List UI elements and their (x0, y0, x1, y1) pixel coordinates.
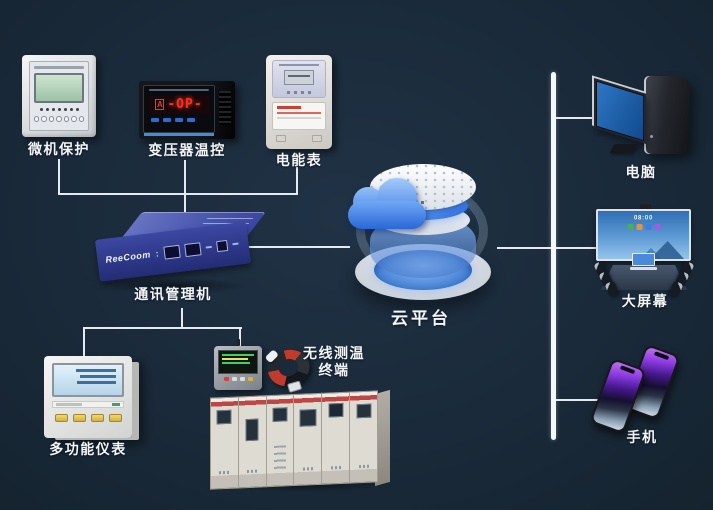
phone-screen (592, 360, 644, 432)
multimeter-nameplate (52, 401, 124, 408)
display-prefix: A (155, 99, 165, 110)
terminal-buttons (218, 377, 258, 381)
gateway-brand: ReeCoom (104, 249, 152, 265)
antenna-icon (237, 339, 240, 346)
gateway-front-face: ReeCoom : (95, 221, 251, 282)
computer-label: 电脑 (625, 164, 657, 180)
serial-port-icon (215, 239, 228, 252)
pc-monitor (594, 78, 646, 144)
lower-bus-line (83, 327, 242, 329)
protection-drop-line (58, 159, 60, 195)
gateway-dash (205, 245, 212, 249)
protection-relay-nameplate (34, 66, 84, 69)
phone-notch (653, 351, 670, 361)
multifunction-meter-icon (44, 356, 132, 438)
transformer-temp-controller-icon: A -OP- (139, 81, 235, 139)
gateway-down-line (181, 308, 183, 329)
wireless-label-line1: 无线测温 (303, 345, 365, 361)
meter-terminal-tabs (272, 135, 326, 142)
gateway-label: 通讯管理机 (134, 286, 212, 302)
protection-relay-panel (29, 61, 89, 131)
cabinet-unit (349, 390, 378, 484)
screen-clock: 08:00 (633, 214, 654, 221)
computer-icon (592, 72, 692, 162)
laptop-screen (632, 253, 655, 266)
ethernet-port-icon (162, 244, 181, 260)
controller-bottom-strip (144, 133, 214, 136)
terminal-screen (218, 350, 258, 374)
pc-stand (609, 144, 639, 153)
cabinet-unit (265, 394, 294, 488)
wall-display-screen: 08:00 (598, 211, 689, 259)
gateway-colon: : (155, 248, 160, 259)
computer-branch-line (556, 117, 598, 119)
pc-screen (597, 81, 643, 140)
meter-nameplate (272, 102, 326, 130)
phone-notch (619, 365, 636, 375)
big-screen-icon: 08:00 (593, 204, 695, 298)
protection-relay-icon (22, 55, 96, 137)
laptop-base (630, 267, 657, 270)
display-value: -OP- (167, 97, 203, 112)
controller-face: A -OP- (143, 85, 215, 133)
multimeter-lcd (52, 363, 124, 397)
wireless-label: 无线测温 终端 (303, 345, 365, 379)
power-dot (650, 135, 653, 138)
transformer-label: 变压器温控 (148, 142, 226, 158)
cloud-icon (348, 178, 426, 232)
meter-drop-line (296, 167, 298, 195)
multimeter-drop-line (83, 329, 85, 358)
meter-display-panel (272, 60, 326, 98)
camera-icon (640, 204, 651, 209)
phone-branch-line (556, 399, 602, 401)
multimeter-buttons (52, 414, 124, 422)
app-icons (627, 224, 660, 230)
comm-gateway-icon: ReeCoom : (93, 210, 267, 296)
wireless-drop-line (239, 329, 241, 347)
wireless-temp-terminal-icon (214, 339, 262, 390)
cloud-platform-icon (348, 156, 498, 306)
gateway-dash (231, 242, 239, 246)
phones-icon (589, 343, 681, 438)
transformer-gateway-line (184, 160, 186, 218)
laptop-icon (630, 253, 657, 271)
energy-meter-icon (266, 55, 332, 149)
meter-brand-strip (277, 106, 302, 109)
cabinet-unit (321, 391, 350, 485)
protection-relay-lcd (34, 73, 84, 103)
cloud-base (348, 201, 426, 229)
pc-tower (644, 76, 690, 154)
meter-label: 电能表 (275, 152, 323, 168)
controller-display: A -OP- (149, 95, 209, 114)
protection-relay-leds (34, 108, 84, 111)
multimeter-label: 多功能仪表 (49, 441, 127, 457)
controller-header-strip (149, 89, 209, 91)
controller-buttons (151, 118, 207, 122)
phone-label: 手机 (626, 429, 658, 445)
top-bus-line (58, 193, 298, 195)
meter-lcd (284, 70, 314, 85)
cabinet-unit (237, 395, 266, 489)
wireless-label-line2: 终端 (318, 362, 350, 378)
wall-display: 08:00 (596, 209, 691, 261)
cloud-bus-line (497, 247, 598, 249)
meter-text-row (277, 112, 321, 114)
gateway-cloud-line (247, 246, 350, 248)
meter-text-row (277, 117, 321, 119)
switchgear-cabinet-icon (206, 388, 396, 492)
big-screen-label: 大屏幕 (621, 293, 669, 309)
controller-side-vent (219, 91, 231, 125)
ethernet-port-icon (183, 241, 202, 257)
protection-relay-buttons (34, 116, 84, 122)
cabinet-unit (210, 396, 238, 490)
gateway-shadow (101, 278, 249, 294)
cabinet-unit (293, 392, 322, 487)
meter-header-strip (279, 64, 319, 66)
right-bus-line (551, 72, 556, 440)
meter-buttons (287, 91, 311, 94)
protection-label: 微机保护 (28, 141, 90, 157)
cloud-label: 云平台 (391, 309, 451, 328)
cabinet-row (210, 390, 378, 490)
